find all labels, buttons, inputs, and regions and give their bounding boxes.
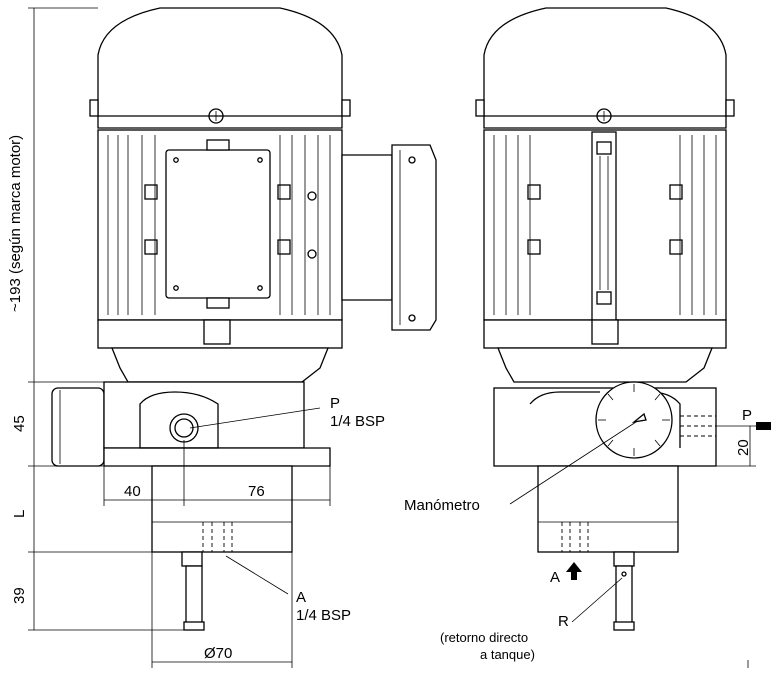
right-view-pump bbox=[493, 381, 717, 631]
label-return-line2: a tanque) bbox=[480, 647, 535, 662]
dim-shaft-length: 39 bbox=[11, 587, 28, 604]
dim-flange-height: 45 bbox=[11, 415, 28, 432]
dim-diameter: Ø70 bbox=[204, 645, 232, 662]
right-view-motor bbox=[475, 7, 735, 383]
leader-r bbox=[571, 577, 623, 623]
dim-offset-right: 76 bbox=[248, 483, 265, 500]
port-a-right-arrow bbox=[566, 562, 582, 580]
port-p-right-arrow bbox=[756, 422, 771, 430]
left-dimensions bbox=[28, 7, 331, 668]
left-view-pump bbox=[51, 381, 331, 631]
dim-offset-left: 40 bbox=[124, 483, 141, 500]
label-port-a-left: A bbox=[296, 589, 306, 606]
left-view-motor bbox=[89, 7, 437, 383]
label-port-r: R bbox=[558, 613, 569, 630]
label-return-line1: (retorno directo bbox=[440, 630, 528, 645]
manometer-dial bbox=[595, 381, 673, 459]
label-manometer: Manómetro bbox=[404, 497, 480, 514]
leader-p-left bbox=[189, 407, 321, 429]
leader-a-left bbox=[225, 555, 289, 595]
label-port-a-left-thread: 1/4 BSP bbox=[296, 607, 351, 624]
leader-manometer bbox=[509, 421, 637, 505]
dim-height-motor: ~193 (según marca motor) bbox=[7, 135, 24, 312]
right-dimensions bbox=[716, 425, 756, 668]
label-port-p-right: P bbox=[742, 407, 752, 424]
label-port-p-left-thread: 1/4 BSP bbox=[330, 413, 385, 430]
label-port-a-right: A bbox=[550, 569, 560, 586]
label-port-p-left: P bbox=[330, 395, 340, 412]
dim-body-length: L bbox=[11, 510, 28, 518]
dim-port-height: 20 bbox=[735, 439, 752, 456]
